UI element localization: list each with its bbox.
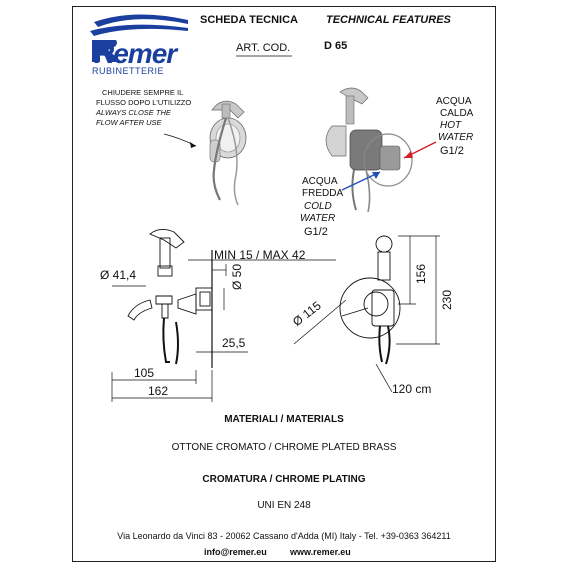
product-code: D 65 <box>324 40 348 52</box>
dim-230: 230 <box>440 289 454 310</box>
front-view-drawing <box>293 235 440 393</box>
note-line-4: FLOW AFTER USE <box>96 118 162 127</box>
dim-156: 156 <box>414 263 428 284</box>
header-technical: TECHNICAL FEATURES <box>326 14 451 26</box>
dim-162: 162 <box>148 384 169 398</box>
note-line-1: CHIUDERE SEMPRE IL <box>102 88 184 97</box>
hot-en-2: WATER <box>438 132 474 143</box>
hot-it-2: CALDA <box>440 108 474 119</box>
dim-diameter-41-4: Ø 41,4 <box>100 268 137 282</box>
note-line-2: FLUSSO DOPO L'UTILIZZO <box>96 98 192 107</box>
hot-en-1: HOT <box>440 120 462 131</box>
materials-title: MATERIALI / MATERIALS <box>224 414 344 425</box>
header-scheda: SCHEDA TECNICA <box>200 14 298 26</box>
cold-en-1: COLD <box>304 201 332 212</box>
product-photo-left <box>209 100 247 206</box>
plating-title: CROMATURA / CHROME PLATING <box>202 474 366 485</box>
page-frame <box>72 6 496 562</box>
cold-it-2: FREDDA <box>302 188 344 199</box>
dim-min-max: MIN 15 / MAX 42 <box>214 248 306 262</box>
dim-105: 105 <box>134 366 155 380</box>
note-line-3: ALWAYS CLOSE THE <box>96 108 171 117</box>
materials-text: OTTONE CROMATO / CHROME PLATED BRASS <box>171 442 397 453</box>
footer-address: Via Leonardo da Vinci 83 - 20062 Cassano… <box>117 531 451 541</box>
logo-brand: Remer <box>94 38 177 69</box>
cold-en-2: WATER <box>300 213 336 224</box>
side-view-drawing <box>111 229 336 402</box>
hot-size: G1/2 <box>440 145 464 157</box>
cold-arrow <box>341 171 381 191</box>
dim-hose-120: 120 cm <box>392 382 432 396</box>
footer-email[interactable]: info@remer.eu <box>204 547 267 557</box>
hot-it-1: ACQUA <box>436 96 472 107</box>
art-cod-label: ART. COD. <box>236 42 291 54</box>
logo-mark <box>90 14 188 62</box>
plating-text: UNI EN 248 <box>257 500 311 511</box>
footer-web[interactable]: www.remer.eu <box>290 547 351 557</box>
cold-it-1: ACQUA <box>302 176 338 187</box>
product-photo-right <box>325 87 413 213</box>
dim-diameter-50: Ø 50 <box>230 263 244 290</box>
logo-subtitle: RUBINETTERIE <box>92 66 165 76</box>
cold-size: G1/2 <box>304 226 328 238</box>
dim-25-5: 25,5 <box>222 336 246 350</box>
